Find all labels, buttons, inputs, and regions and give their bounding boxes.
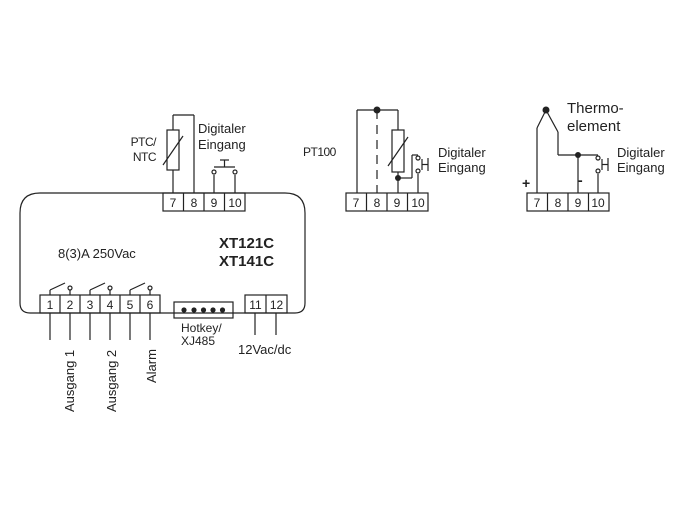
ptc-label-line1: PTC/ bbox=[131, 135, 158, 149]
hotkey-pin-3 bbox=[200, 307, 207, 313]
output-wires bbox=[49, 313, 277, 340]
controller-top-terminal-block bbox=[162, 192, 246, 212]
hotkey-label-line2: XJ485 bbox=[181, 334, 215, 348]
terminal-label: 11 bbox=[249, 298, 262, 312]
hotkey-pin-1 bbox=[181, 307, 187, 313]
terminal-label: 8 bbox=[555, 196, 562, 210]
hotkey-pin-2 bbox=[191, 307, 197, 313]
supply-label: 12Vac/dc bbox=[238, 342, 292, 357]
terminal-label: 5 bbox=[127, 298, 134, 312]
controller-bottom-terminal-block bbox=[39, 294, 161, 314]
ptc-ntc-sensor bbox=[162, 114, 195, 193]
terminal-label: 10 bbox=[591, 196, 605, 210]
hotkey-pin-4 bbox=[210, 307, 216, 313]
terminal-label: 6 bbox=[147, 298, 154, 312]
thermo-plus-sign: + bbox=[522, 175, 530, 191]
pt100-digital-input-line1: Digitaler bbox=[438, 145, 486, 160]
pt100-junction-dot-bottom bbox=[395, 175, 401, 181]
output-label-2: Ausgang 2 bbox=[104, 350, 119, 412]
thermo-label-line1: Thermo- bbox=[567, 100, 624, 117]
terminal-label: 8 bbox=[191, 196, 198, 210]
model-label-2: XT141C bbox=[219, 253, 274, 270]
hotkey-connector bbox=[173, 301, 234, 319]
pt100-sensor bbox=[356, 109, 409, 193]
terminal-label: 7 bbox=[534, 196, 541, 210]
terminal-label: 7 bbox=[353, 196, 360, 210]
terminal-label: 12 bbox=[270, 298, 284, 312]
thermo-digital-input-line1: Digitaler bbox=[617, 145, 665, 160]
terminal-label: 10 bbox=[228, 196, 242, 210]
terminal-label: 4 bbox=[107, 298, 114, 312]
terminal-label: 7 bbox=[170, 196, 177, 210]
thermo-junction-dot bbox=[542, 106, 550, 114]
supply-terminal-block bbox=[244, 294, 288, 314]
terminal-label: 9 bbox=[211, 196, 218, 210]
relay-contact-1 bbox=[49, 282, 73, 295]
digital-input-label-line1: Digitaler bbox=[198, 121, 246, 136]
terminal-label: 9 bbox=[394, 196, 401, 210]
pt100-terminal-block bbox=[345, 192, 429, 212]
thermo-label-line2: element bbox=[567, 118, 621, 135]
pt100-label: PT100 bbox=[303, 145, 337, 159]
thermo-digital-input-line2: Eingang bbox=[617, 160, 665, 175]
terminal-label: 2 bbox=[67, 298, 74, 312]
terminal-label: 3 bbox=[87, 298, 94, 312]
terminal-label: 8 bbox=[374, 196, 381, 210]
terminal-label: 10 bbox=[411, 196, 425, 210]
pt100-junction-dot-top bbox=[373, 106, 381, 114]
digital-input-label-line2: Eingang bbox=[198, 137, 246, 152]
ptc-label-line2: NTC bbox=[133, 150, 157, 164]
terminal-label: 9 bbox=[575, 196, 582, 210]
model-label-1: XT121C bbox=[219, 235, 274, 252]
relay-contact-alarm bbox=[129, 282, 153, 295]
thermo-digital-input-switch bbox=[578, 154, 609, 193]
controller-body bbox=[19, 192, 306, 314]
terminal-label: 1 bbox=[47, 298, 54, 312]
thermocouple bbox=[536, 109, 579, 193]
alarm-label: Alarm bbox=[144, 349, 159, 383]
thermo-minus-junction-dot bbox=[575, 152, 581, 158]
digital-input-switch-main bbox=[211, 159, 238, 193]
thermo-terminal-block bbox=[526, 192, 610, 212]
relay-contact-2 bbox=[89, 282, 113, 295]
pt100-digital-input-line2: Eingang bbox=[438, 160, 486, 175]
hotkey-pin-5 bbox=[219, 307, 226, 313]
hotkey-label-line1: Hotkey/ bbox=[181, 321, 222, 335]
relay-rating: 8(3)A 250Vac bbox=[58, 246, 136, 261]
thermo-minus-sign: - bbox=[578, 172, 583, 188]
output-label-1: Ausgang 1 bbox=[62, 350, 77, 412]
